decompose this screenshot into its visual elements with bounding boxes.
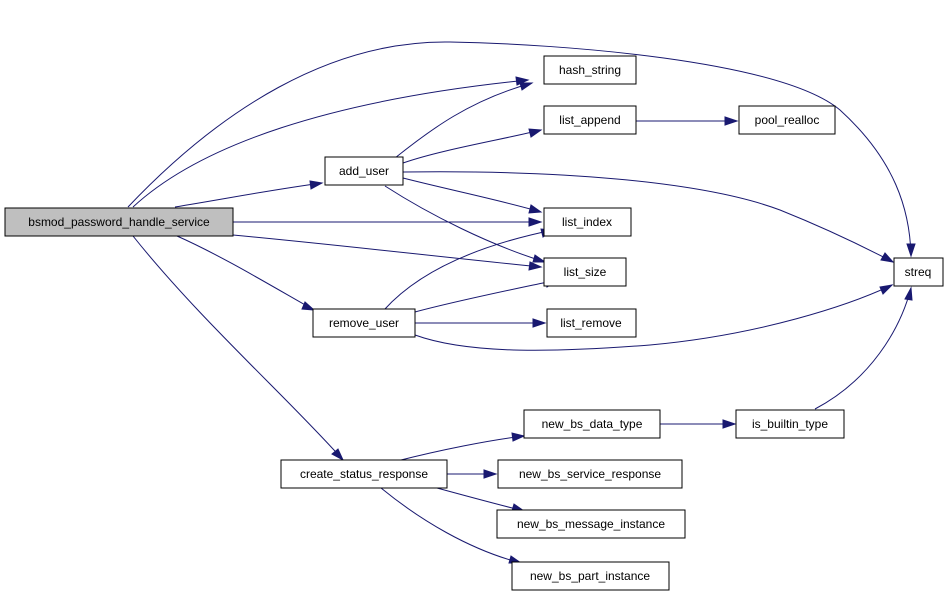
node-box xyxy=(543,257,627,287)
node-label: list_remove xyxy=(560,316,622,330)
edge-root-to-list-index xyxy=(233,217,543,227)
node-label: list_size xyxy=(564,265,607,279)
node-label: create_status_response xyxy=(300,467,428,481)
node-box xyxy=(523,409,661,439)
node-new-bs-service-response[interactable]: new_bs_service_response xyxy=(497,459,683,489)
node-box xyxy=(735,409,845,439)
node-pool-realloc[interactable]: pool_realloc xyxy=(738,105,836,135)
node-new-bs-data-type[interactable]: new_bs_data_type xyxy=(523,409,661,439)
node-box xyxy=(497,459,683,489)
node-list-remove[interactable]: list_remove xyxy=(546,308,637,338)
node-bsmod-password-handle-service[interactable]: bsmod_password_handle_service xyxy=(4,207,234,237)
node-label: remove_user xyxy=(329,316,399,330)
node-box xyxy=(280,459,448,489)
node-new-bs-message-instance[interactable]: new_bs_message_instance xyxy=(496,509,686,539)
edge-create-status-response-to-new-bs-message-instance xyxy=(436,487,526,512)
edge-is-builtin-type-to-streq xyxy=(814,286,913,410)
node-label: is_builtin_type xyxy=(752,417,828,431)
edge-add-user-to-list-index xyxy=(402,177,543,214)
edge-remove-user-to-list-remove xyxy=(415,318,547,328)
node-box xyxy=(543,55,637,85)
node-is-builtin-type[interactable]: is_builtin_type xyxy=(735,409,845,439)
node-list-index[interactable]: list_index xyxy=(543,207,632,237)
node-box xyxy=(893,257,944,287)
node-list-append[interactable]: list_append xyxy=(543,105,637,135)
edge-root-to-hash-string xyxy=(132,76,530,208)
node-label: hash_string xyxy=(559,63,621,77)
edge-add-user-to-streq xyxy=(402,171,895,263)
edge-root-to-streq xyxy=(127,41,916,258)
edge-root-to-create-status-response xyxy=(132,235,345,462)
node-label: list_append xyxy=(559,113,620,127)
node-box xyxy=(546,308,637,338)
node-box xyxy=(4,207,234,237)
edge-add-user-to-list-append xyxy=(402,128,543,164)
node-label: list_index xyxy=(562,215,612,229)
node-new-bs-part-instance[interactable]: new_bs_part_instance xyxy=(511,561,670,591)
edge-add-user-to-list-size xyxy=(384,185,547,263)
node-box xyxy=(496,509,686,539)
edge-root-to-remove-user xyxy=(176,235,316,311)
node-create-status-response[interactable]: create_status_response xyxy=(280,459,448,489)
node-list-size[interactable]: list_size xyxy=(543,257,627,287)
node-box xyxy=(312,308,416,338)
node-label: bsmod_password_handle_service xyxy=(28,215,210,229)
edge-new-bs-data-type-to-is-builtin-type xyxy=(660,419,737,429)
node-label: new_bs_part_instance xyxy=(530,569,650,583)
node-label: new_bs_service_response xyxy=(519,467,661,481)
edge-create-status-response-to-new-bs-service-response xyxy=(447,469,498,479)
node-box xyxy=(543,207,632,237)
edge-list-append-to-pool-realloc xyxy=(636,116,739,126)
edge-remove-user-to-list-size xyxy=(414,278,559,313)
node-box xyxy=(738,105,836,135)
edge-add-user-to-hash-string xyxy=(394,82,534,159)
node-label: add_user xyxy=(339,164,389,178)
node-box xyxy=(324,156,404,186)
node-streq[interactable]: streq xyxy=(893,257,944,287)
edge-remove-user-to-list-index xyxy=(383,228,555,311)
node-remove-user[interactable]: remove_user xyxy=(312,308,416,338)
edge-root-to-add-user xyxy=(174,180,324,208)
node-box xyxy=(543,105,637,135)
node-hash-string[interactable]: hash_string xyxy=(543,55,637,85)
node-label: new_bs_message_instance xyxy=(517,517,665,531)
edge-root-to-list-size xyxy=(232,234,543,271)
edge-create-status-response-to-new-bs-data-type xyxy=(396,432,526,462)
node-add-user[interactable]: add_user xyxy=(324,156,404,186)
node-box xyxy=(511,561,670,591)
node-label: streq xyxy=(905,265,932,279)
edge-remove-user-to-streq xyxy=(414,284,894,351)
node-label: new_bs_data_type xyxy=(542,417,643,431)
node-label: pool_realloc xyxy=(755,113,820,127)
